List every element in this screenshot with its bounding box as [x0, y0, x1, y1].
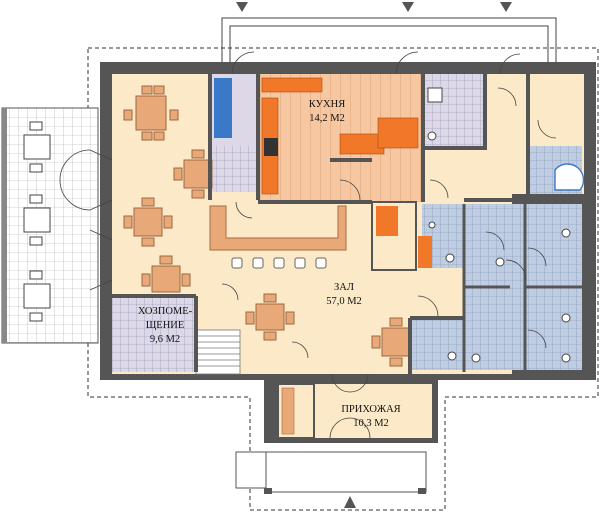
utility-area: 9,6 М2 — [150, 334, 180, 345]
bar-stools — [231, 257, 327, 269]
sink-counter — [376, 206, 398, 236]
service-yard-lines — [221, 17, 557, 62]
terrace-table — [23, 121, 51, 322]
utility-name-line1: ХОЗПОМЕ- — [138, 306, 193, 317]
terrace — [1, 107, 99, 344]
entrance-label: ПРИХОЖАЯ 10,3 М2 — [341, 404, 400, 429]
entrance-doors — [329, 373, 371, 439]
kitchen-label: КУХНЯ 14,2 М2 — [309, 99, 345, 124]
shower-tray-icon — [554, 163, 585, 191]
porch — [235, 451, 427, 494]
shower-icon — [427, 87, 443, 103]
restroom-partitions — [462, 204, 584, 372]
entrance-name: ПРИХОЖАЯ — [341, 404, 400, 415]
side-counter — [418, 236, 432, 268]
fridge-icon — [214, 78, 232, 138]
utility-label: ХОЗПОМЕ- ЩЕНИЕ 9,6 М2 — [138, 306, 193, 345]
section-marker-icon — [236, 2, 512, 12]
hall-area: 57,0 М2 — [326, 296, 362, 307]
stairs — [195, 329, 241, 375]
kitchen-name: КУХНЯ — [309, 99, 345, 110]
utility-room — [112, 296, 196, 372]
doors — [221, 51, 557, 359]
hall-name: ЗАЛ — [334, 282, 354, 293]
entry-arrow-icon — [344, 496, 356, 508]
toilets — [428, 221, 571, 363]
toilet-icon — [427, 131, 437, 141]
stove-icon — [264, 138, 278, 156]
tile-block — [212, 146, 258, 192]
wardrobe — [281, 387, 295, 435]
terrace-doors — [59, 149, 113, 291]
hall-label: ЗАЛ 57,0 М2 — [326, 282, 362, 307]
utility-name-line2: ЩЕНИЕ — [146, 320, 185, 331]
bar-counter — [209, 205, 347, 251]
roof-outline — [87, 47, 599, 511]
inner-walls — [112, 74, 584, 374]
dining-tables — [123, 85, 411, 367]
entrance-area: 10,3 М2 — [353, 418, 389, 429]
kitchen-area: 14,2 М2 — [309, 113, 345, 124]
restroom-small — [410, 318, 466, 370]
